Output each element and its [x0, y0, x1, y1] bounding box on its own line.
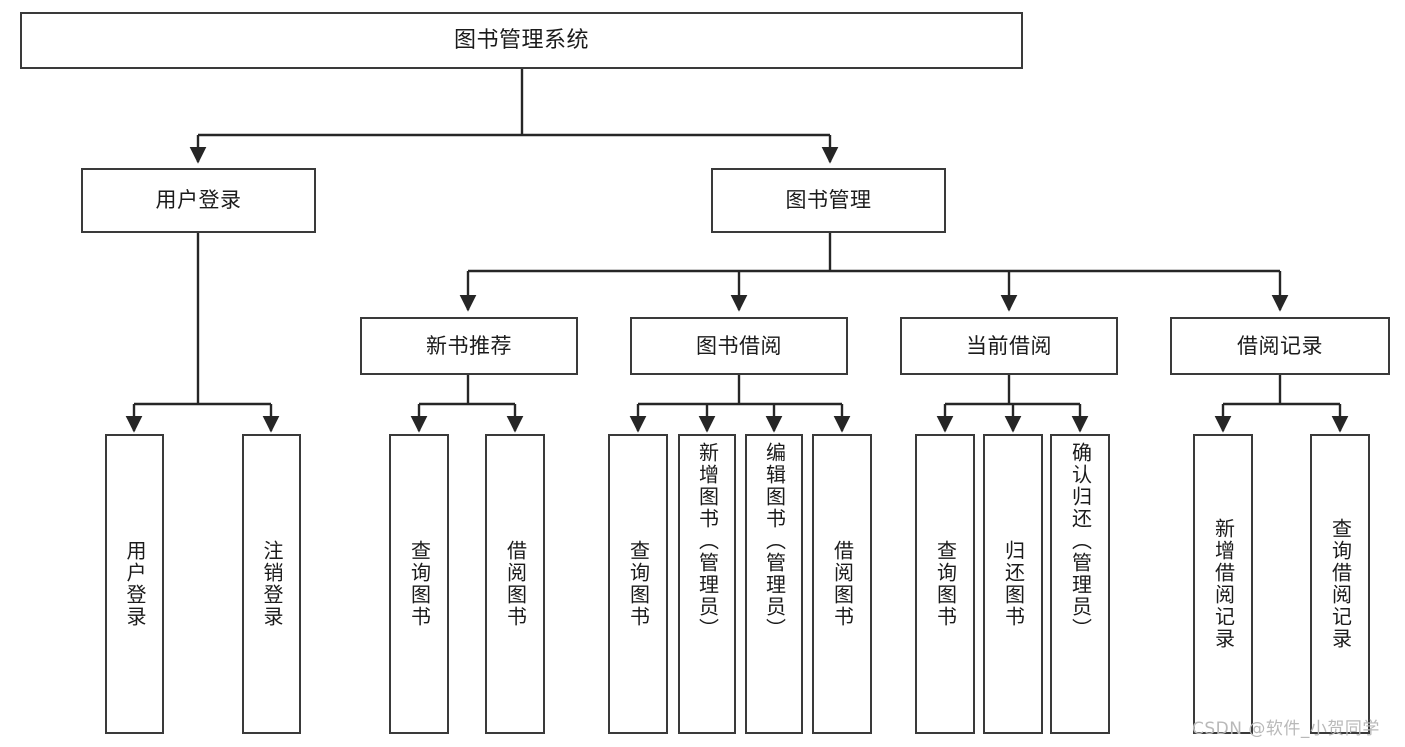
node-label: 借阅记录	[1237, 333, 1323, 358]
node-label: 查询图书	[933, 540, 958, 628]
node-label: 新增图书（管理员）	[695, 442, 720, 640]
node-label: 查询图书	[626, 540, 651, 628]
node-label: 查询借阅记录	[1328, 518, 1353, 650]
node-leaf-edit-book-admin[interactable]: 编辑图书（管理员）	[745, 434, 803, 734]
node-leaf-add-borrow-record[interactable]: 新增借阅记录	[1193, 434, 1253, 734]
node-label: 借阅图书	[503, 540, 528, 628]
node-label: 注销登录	[260, 540, 284, 628]
node-leaf-borrow-book-2[interactable]: 借阅图书	[812, 434, 872, 734]
node-leaf-query-book-3[interactable]: 查询图书	[915, 434, 975, 734]
node-current-borrow[interactable]: 当前借阅	[900, 317, 1118, 375]
node-label: 图书管理系统	[453, 27, 589, 53]
node-label: 当前借阅	[966, 333, 1052, 358]
node-leaf-query-book-2[interactable]: 查询图书	[608, 434, 668, 734]
node-label: 图书管理	[785, 188, 872, 213]
node-label: 图书借阅	[696, 333, 782, 358]
node-label: 查询图书	[407, 540, 432, 628]
csdn-watermark: CSDN @软件_小贺同学	[1192, 719, 1380, 739]
node-label: 用户登录	[123, 540, 147, 628]
node-root-system[interactable]: 图书管理系统	[20, 12, 1023, 69]
node-label: 借阅图书	[830, 540, 855, 628]
node-label: 新增借阅记录	[1211, 518, 1236, 650]
node-label: 新书推荐	[426, 333, 512, 358]
node-label: 用户登录	[155, 188, 242, 213]
node-leaf-borrow-book-1[interactable]: 借阅图书	[485, 434, 545, 734]
node-new-book-recommend[interactable]: 新书推荐	[360, 317, 578, 375]
node-leaf-query-book-1[interactable]: 查询图书	[389, 434, 449, 734]
node-label: 归还图书	[1001, 540, 1026, 628]
node-leaf-confirm-return-admin[interactable]: 确认归还（管理员）	[1050, 434, 1110, 734]
node-label: 编辑图书（管理员）	[762, 442, 787, 640]
node-leaf-query-borrow-record[interactable]: 查询借阅记录	[1310, 434, 1370, 734]
node-label: 确认归还（管理员）	[1068, 442, 1093, 640]
node-book-manage[interactable]: 图书管理	[711, 168, 946, 233]
node-book-borrow[interactable]: 图书借阅	[630, 317, 848, 375]
node-borrow-record[interactable]: 借阅记录	[1170, 317, 1390, 375]
node-leaf-add-book-admin[interactable]: 新增图书（管理员）	[678, 434, 736, 734]
node-user-login[interactable]: 用户登录	[81, 168, 316, 233]
node-leaf-user-logout[interactable]: 注销登录	[242, 434, 301, 734]
node-leaf-user-login[interactable]: 用户登录	[105, 434, 164, 734]
node-leaf-return-book[interactable]: 归还图书	[983, 434, 1043, 734]
